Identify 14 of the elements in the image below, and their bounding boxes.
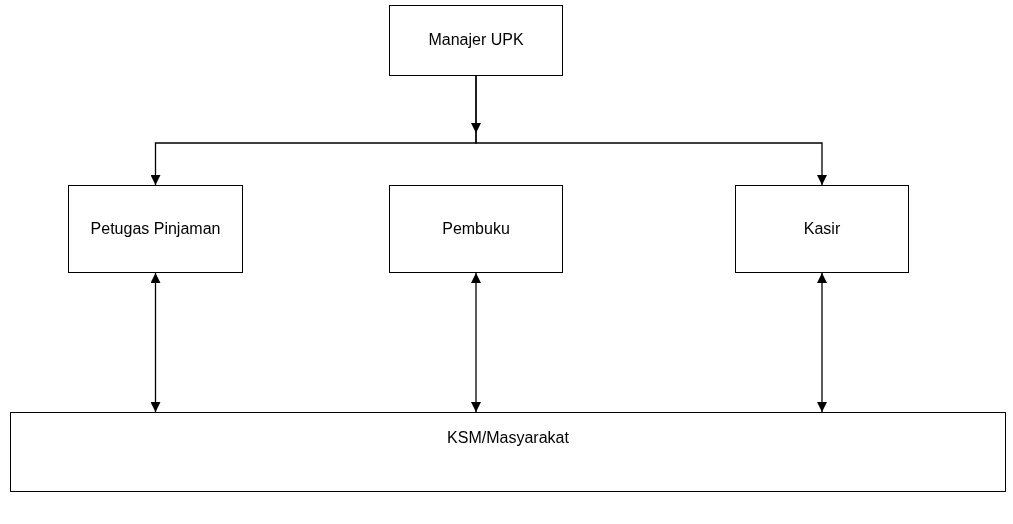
box-label: Kasir bbox=[803, 218, 841, 239]
process-box bbox=[68, 185, 243, 273]
process-box bbox=[389, 5, 563, 76]
process-box bbox=[389, 185, 563, 273]
box-label: Manajer UPK bbox=[428, 30, 524, 51]
arrow bbox=[475, 75, 827, 186]
arrow bbox=[150, 272, 161, 413]
arrow bbox=[817, 272, 827, 413]
box-label: Petugas Pinjaman bbox=[90, 218, 221, 239]
process-box bbox=[735, 185, 909, 273]
arrow bbox=[471, 272, 481, 413]
box-label: KSM/Masyarakat bbox=[447, 428, 569, 448]
box-label: Pembuku bbox=[442, 218, 510, 239]
process-box bbox=[10, 412, 1006, 492]
